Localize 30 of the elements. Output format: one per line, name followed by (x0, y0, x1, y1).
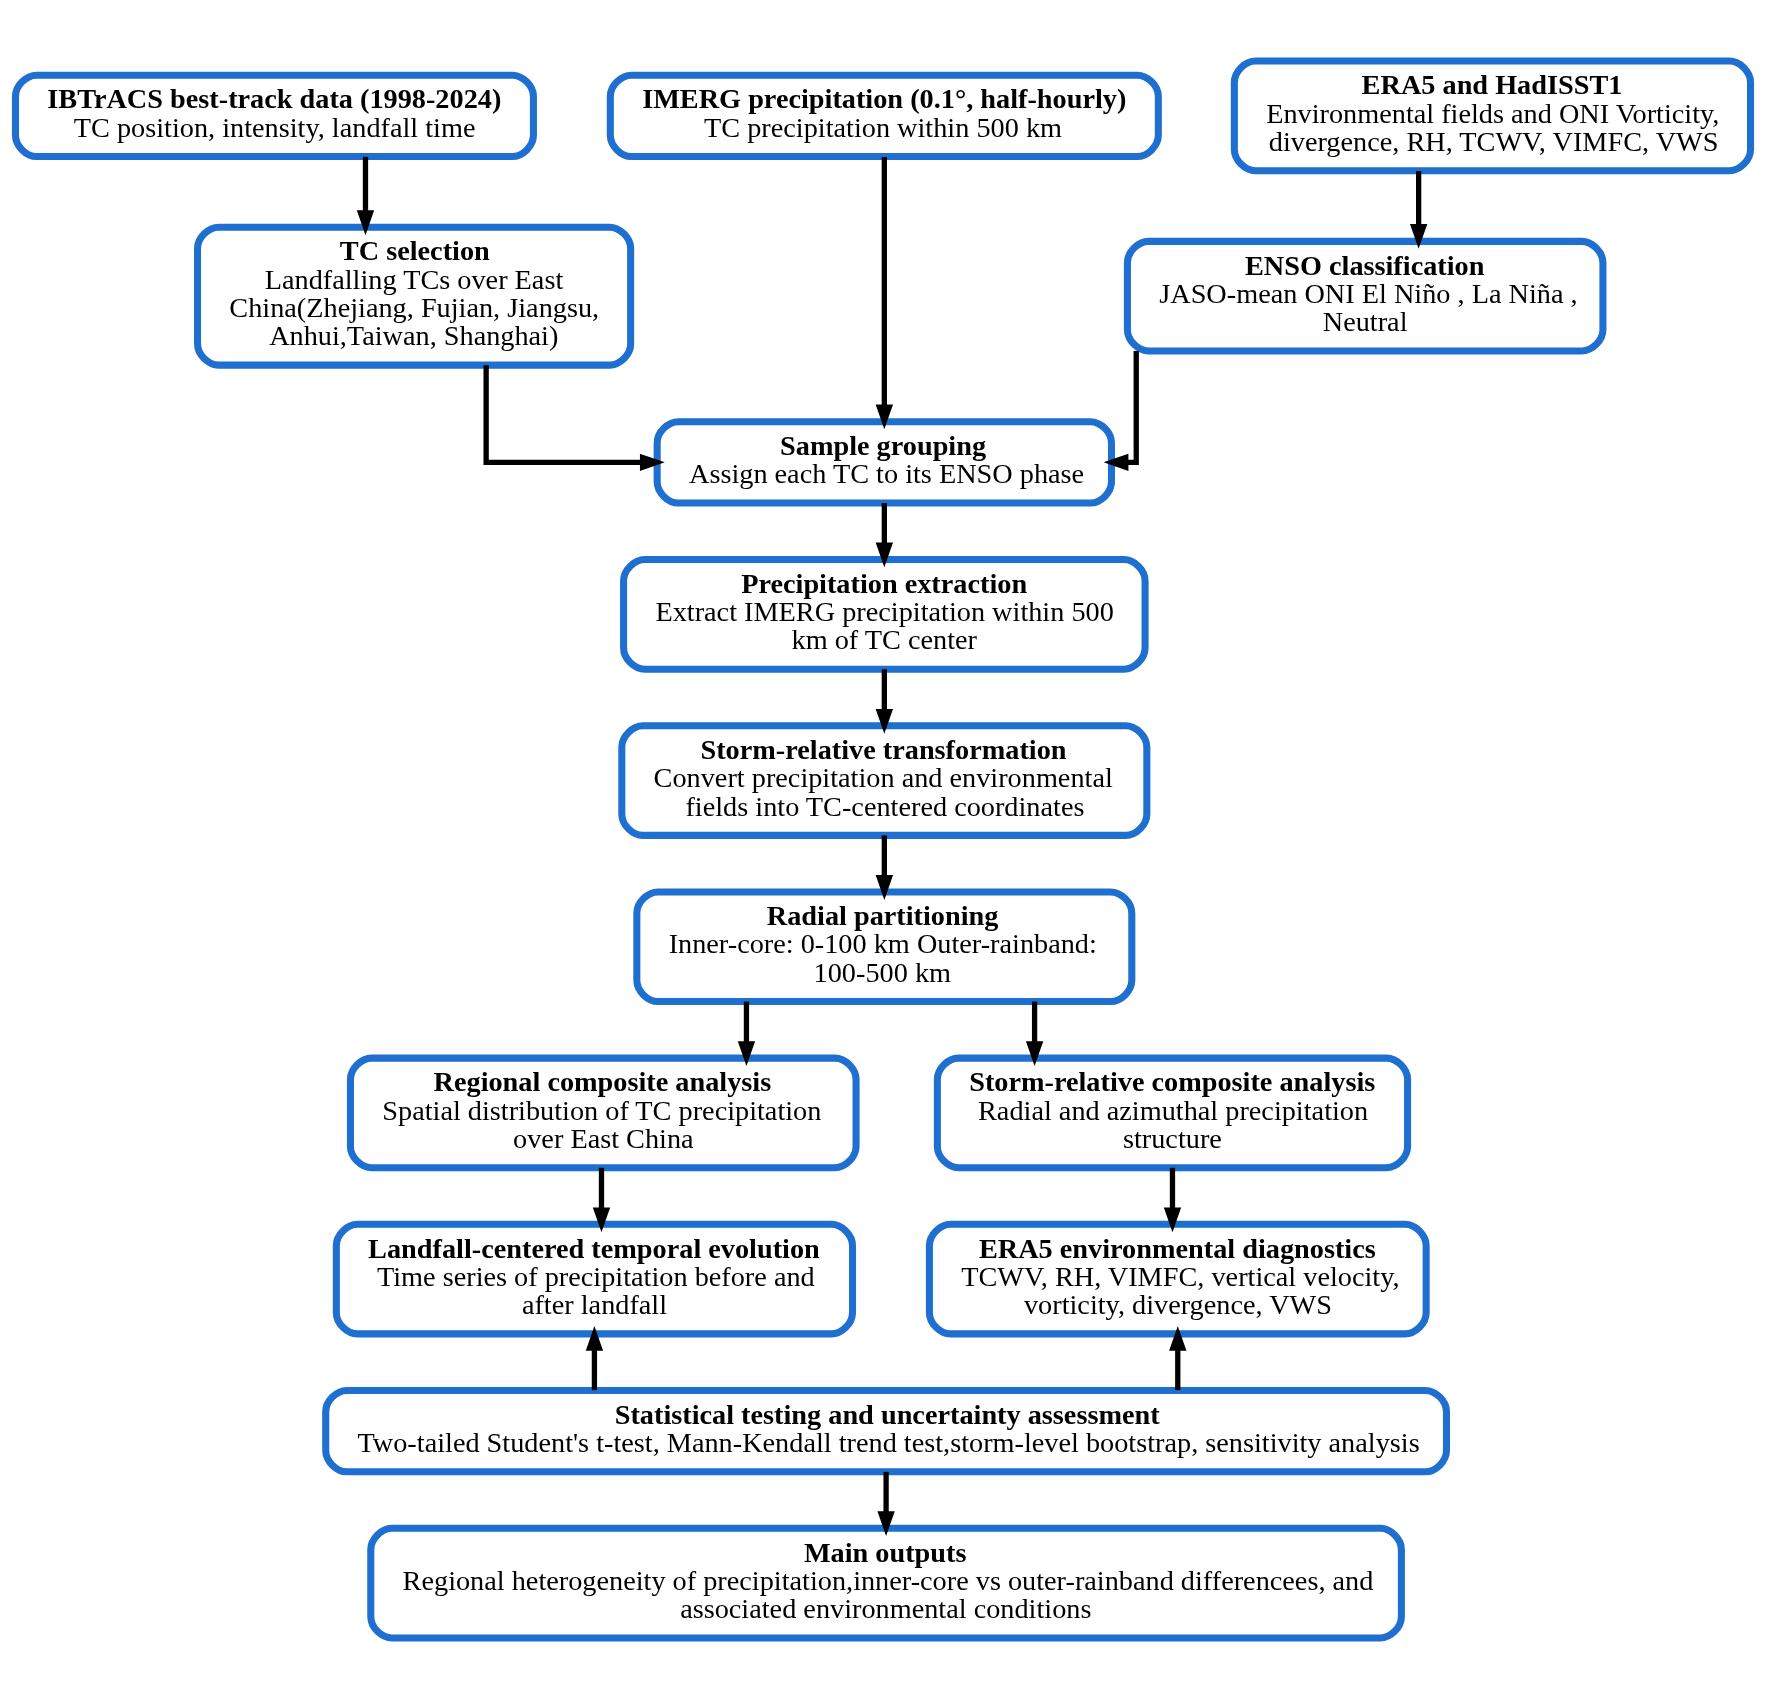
arrow (585, 1325, 604, 1390)
node-box: Storm-relative composite analysis Radial and azimuthal precipitation structure (933, 1054, 1412, 1171)
node-box: ERA5 environmental diagnostics TCWV, RH, VIMFC, vertical velocity, vorticity, divergence, VWS (925, 1220, 1430, 1337)
arrow (877, 1471, 895, 1536)
node-box: TC selection Landfalling TCs over East China(Zhejiang, Fujian, Jiangsu, Anhui,Taiwan, Shanghai) (194, 223, 635, 369)
arrow (1163, 1167, 1182, 1232)
arrow (1025, 1001, 1044, 1066)
node-box: Radial partitioning Inner-core: 0-100 km Outer-rainband: 100-500 km (633, 887, 1136, 1005)
arrow (875, 668, 893, 734)
arrow (1169, 1325, 1187, 1390)
node-box: Precipitation extraction Extract IMERG precipitation within 500 km of TC center (620, 555, 1149, 673)
node-box: Statistical testing and uncertainty assessment Two-tailed Student's t-test, Mann-Kendall trend test,storm-level bootstrap, sensitivity analysis (322, 1386, 1450, 1475)
arrow (592, 1167, 611, 1232)
arrow (356, 156, 375, 235)
arrow (483, 364, 665, 471)
arrow (1409, 170, 1428, 249)
node-box: IBTrACS best-track data (1998-2024) TC position, intensity, landfall time (11, 71, 537, 160)
arrow (737, 1001, 756, 1066)
arrow (875, 156, 893, 429)
node-box: Sample grouping Assign each TC to its ENSO phase (653, 417, 1116, 507)
node-box: IMERG precipitation (0.1°, half-hourly) TC precipitation within 500 km (606, 71, 1162, 160)
node-box: Main outputs Regional heterogeneity of precipitation,inner-core vs outer-rainband differencees, and associated environmental conditions (367, 1524, 1405, 1641)
node-box: ERA5 and HadISST1 Environmental fields and ONI Vorticity, divergence, RH, TCWV, VIMFC, VWS (1230, 57, 1755, 174)
node-box: Regional composite analysis Spatial distribution of TC precipitation over East China (346, 1054, 860, 1171)
node-box: ENSO classification JASO-mean ONI El Niño , La Niña , Neutral (1123, 237, 1607, 355)
arrow (875, 502, 893, 567)
arrow (1103, 350, 1139, 471)
arrow (875, 834, 893, 900)
node-box: Landfall-centered temporal evolution Time series of precipitation before and after landfall (332, 1220, 857, 1337)
node-box: Storm-relative transformation Convert precipitation and environmental fields into TC-centered coordinates (618, 721, 1151, 839)
